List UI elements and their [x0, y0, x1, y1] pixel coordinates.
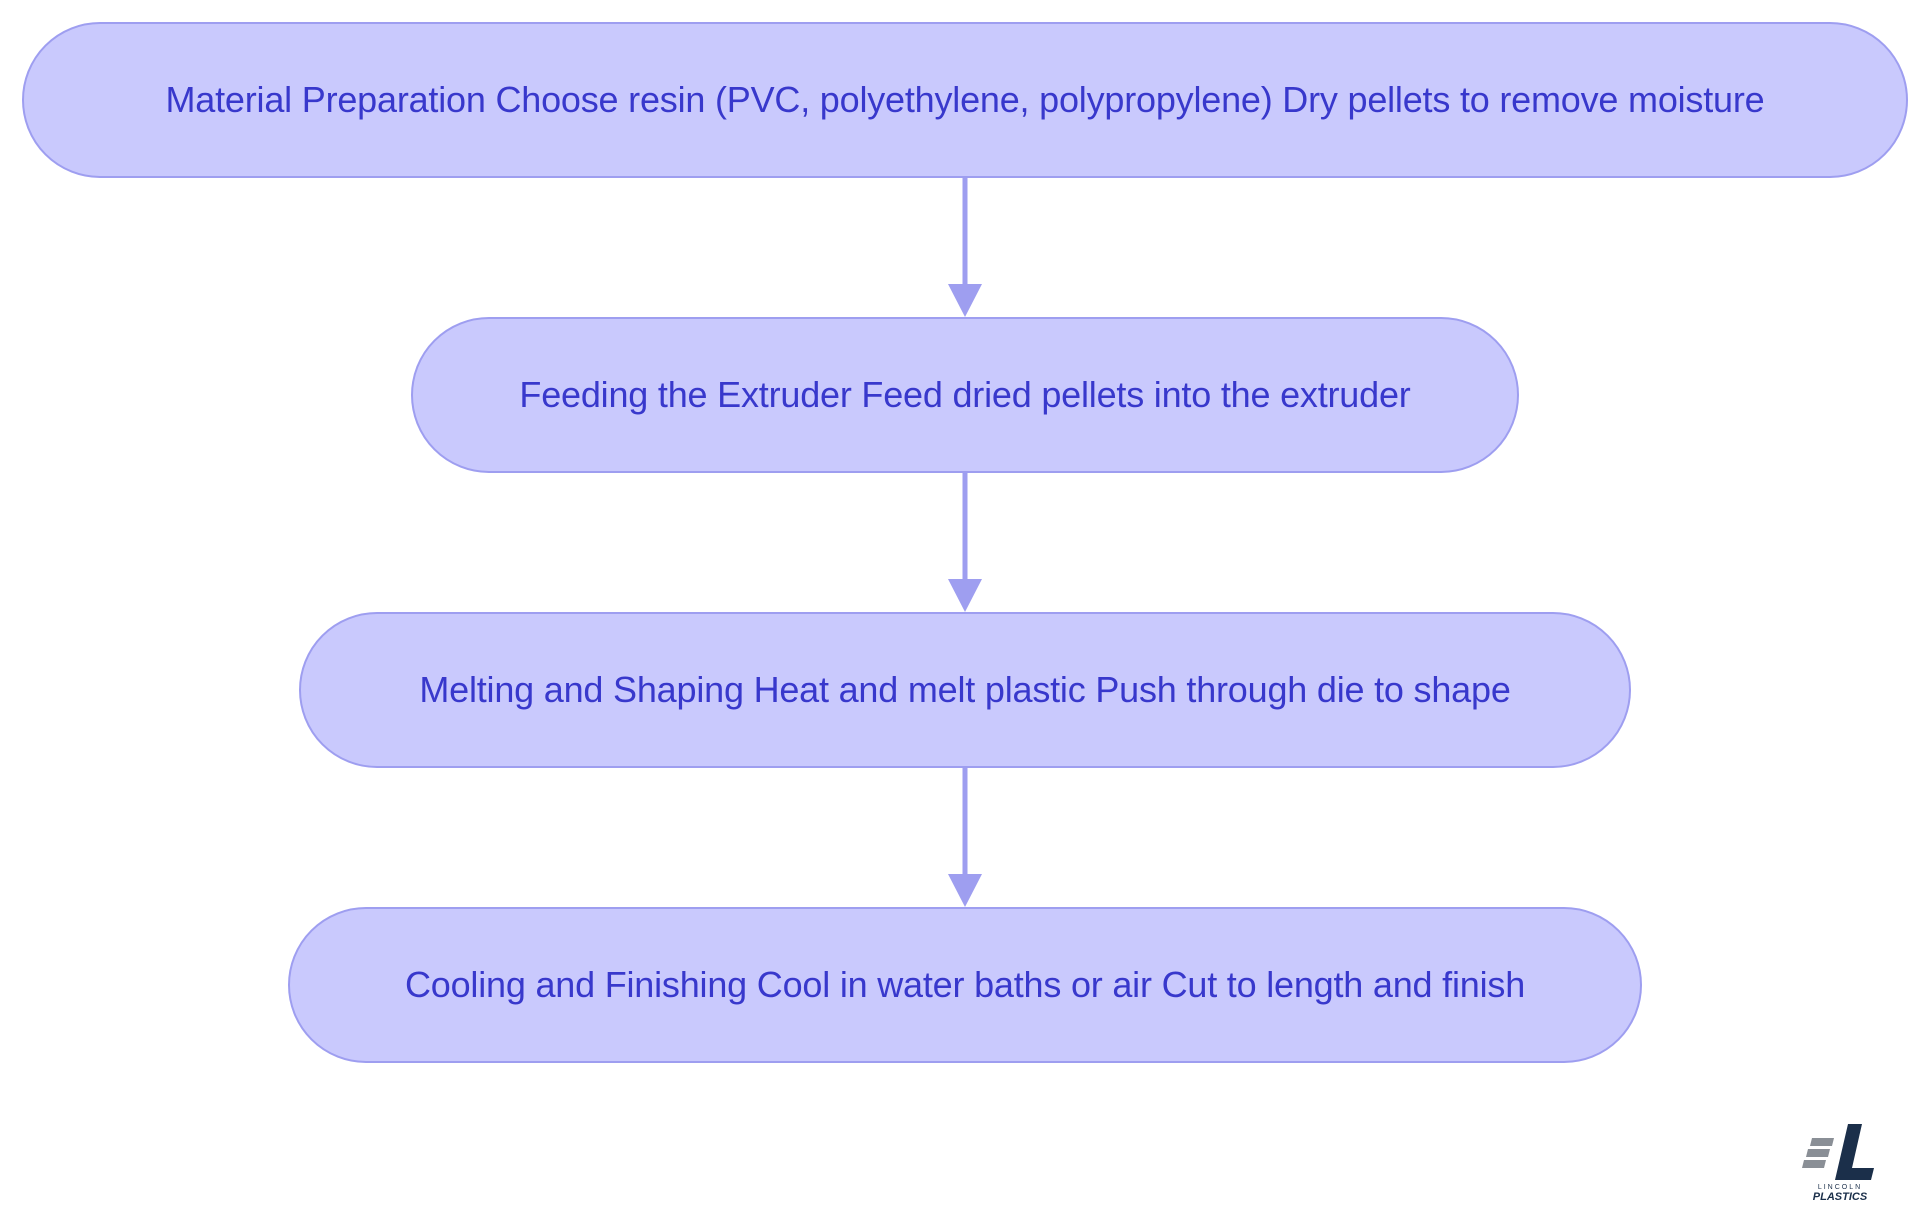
logo-mark-icon — [1802, 1124, 1874, 1180]
logo-bottom-text: PLASTICS — [1812, 1191, 1868, 1203]
node-material-preparation: Material Preparation Choose resin (PVC, … — [22, 22, 1908, 178]
edge-n3-n4 — [948, 768, 982, 907]
node-cooling-and-finishing: Cooling and Finishing Cool in water bath… — [288, 907, 1642, 1063]
edge-n2-n3 — [948, 473, 982, 612]
node-label: Feeding the Extruder Feed dried pellets … — [519, 374, 1411, 415]
node-label: Material Preparation Choose resin (PVC, … — [165, 79, 1765, 120]
edge-n1-n2 — [948, 178, 982, 317]
node-melting-and-shaping: Melting and Shaping Heat and melt plasti… — [299, 612, 1631, 768]
lincoln-plastics-logo: LINCOLN PLASTICS — [1800, 1122, 1880, 1203]
logo-top-text: LINCOLN — [1817, 1184, 1863, 1191]
node-label: Cooling and Finishing Cool in water bath… — [404, 964, 1526, 1005]
node-label: Melting and Shaping Heat and melt plasti… — [419, 669, 1511, 710]
node-feeding-the-extruder: Feeding the Extruder Feed dried pellets … — [411, 317, 1519, 473]
